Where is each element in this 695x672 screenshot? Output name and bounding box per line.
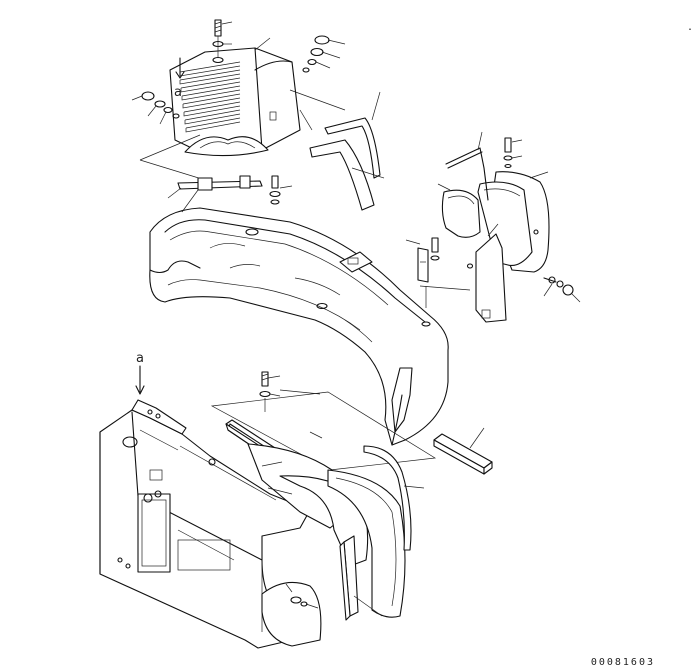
drawing-number: 00081603 [590,657,655,668]
bracket-bolt [405,237,440,308]
left-nuts [131,91,180,125]
right-wire [445,131,489,201]
view-arrow-top: a [174,57,185,100]
top-grille-cover [169,47,301,157]
spacer-bar [433,427,493,475]
lower-bolt [259,371,281,412]
seal-strip-curved [363,445,425,551]
view-arrow-lower: a [135,351,145,395]
right-top-bolt [503,137,523,169]
grille-bracket [167,175,293,205]
right-lamp-cover [437,183,481,238]
view-marker-label: a [174,85,182,100]
right-side-bolt [543,276,581,303]
cover-plate-3 [327,469,406,618]
top-bolt [212,19,233,64]
counterweight-body [149,207,449,446]
right-nuts [302,35,346,73]
chassis-frame [99,399,322,649]
right-cover-panel [477,171,550,273]
seal-strip-vertical [339,535,383,621]
corner-mark: . [686,22,693,33]
seal-strip [309,91,385,211]
right-lower-panel [466,223,507,323]
view-marker-label-2: a [136,351,144,366]
